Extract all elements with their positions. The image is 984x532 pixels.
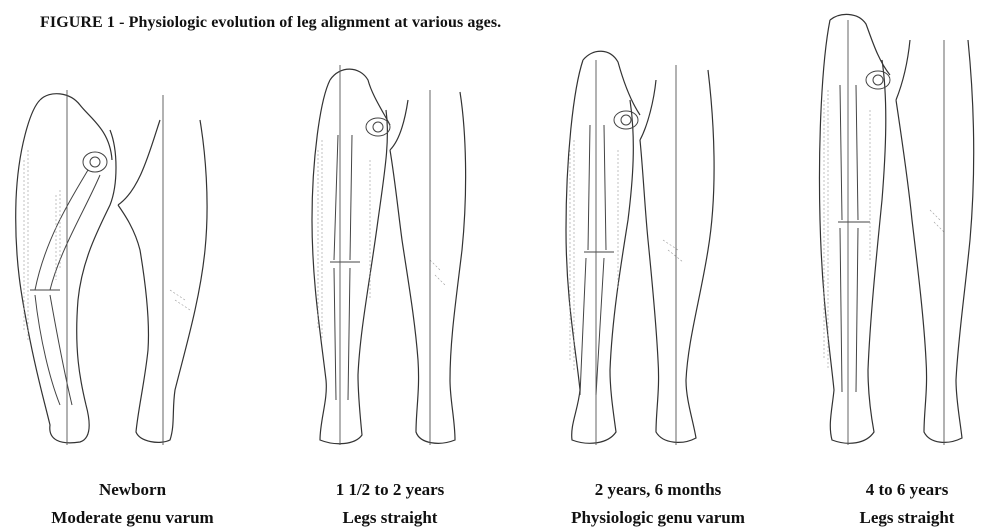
caption-4-6-years: 4 to 6 years Legs straight — [830, 476, 984, 532]
caption-30-months: 2 years, 6 months Physiologic genu varum — [538, 476, 778, 532]
child-legs-drawing — [810, 0, 984, 470]
caption-age: 4 to 6 years — [830, 476, 984, 504]
caption-alignment: Legs straight — [830, 504, 984, 532]
caption-age: 2 years, 6 months — [538, 476, 778, 504]
caption-alignment: Physiologic genu varum — [538, 504, 778, 532]
caption-newborn: Newborn Moderate genu varum — [20, 476, 245, 532]
caption-18-24-months: 1 1/2 to 2 years Legs straight — [290, 476, 490, 532]
toddler-legs-drawing — [290, 0, 490, 470]
caption-alignment: Moderate genu varum — [20, 504, 245, 532]
newborn-legs-drawing — [0, 0, 240, 470]
preschool-legs-drawing — [548, 0, 768, 470]
caption-age: 1 1/2 to 2 years — [290, 476, 490, 504]
caption-alignment: Legs straight — [290, 504, 490, 532]
caption-age: Newborn — [20, 476, 245, 504]
